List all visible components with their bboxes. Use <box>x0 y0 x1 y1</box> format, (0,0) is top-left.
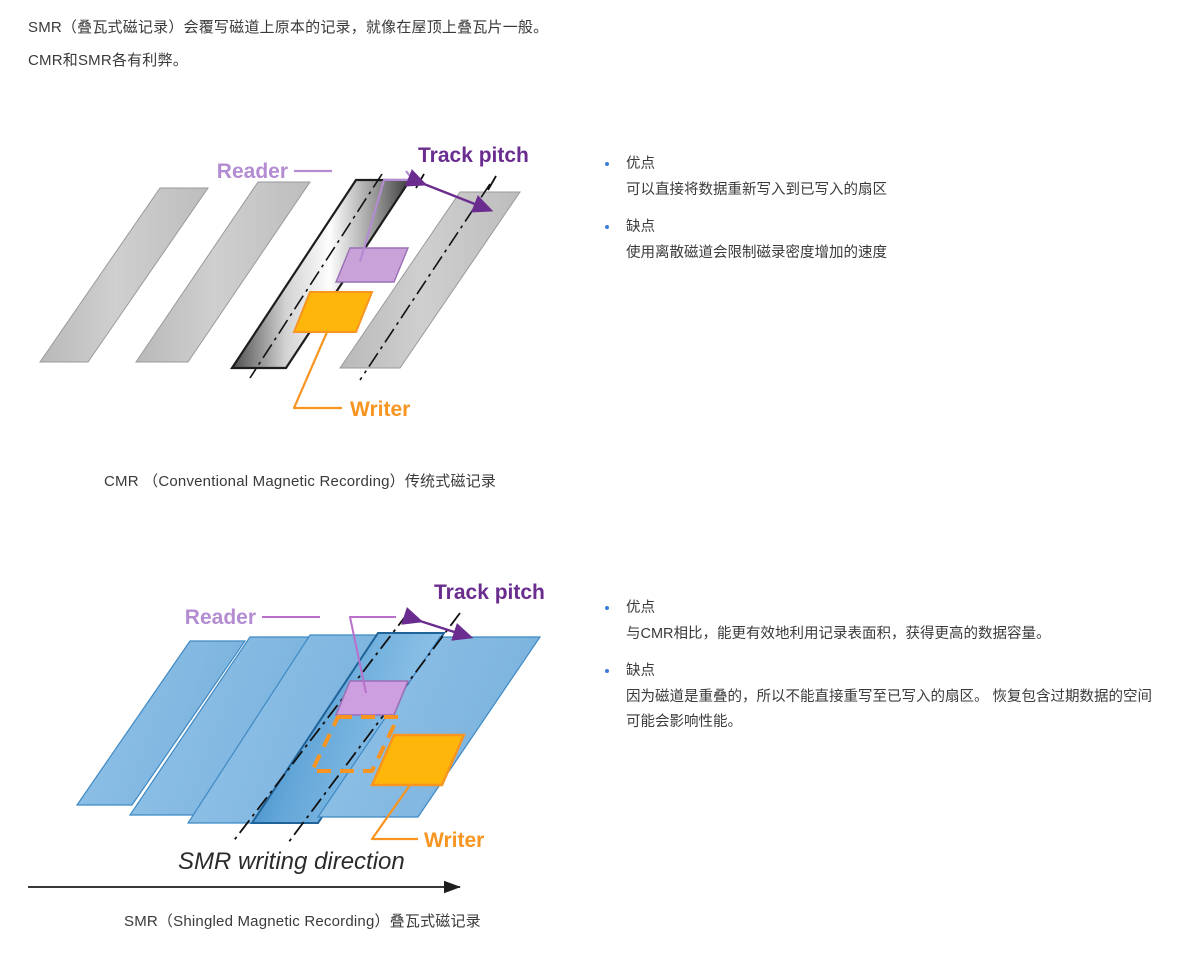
smr-writing-direction-label: SMR writing direction <box>178 848 405 875</box>
smr-pros-title: 优点 <box>626 600 655 616</box>
smr-reader-leader-line <box>349 616 396 694</box>
intro-paragraph: SMR（叠瓦式磁记录）会覆写磁道上原本的记录，就像在屋顶上叠瓦片一般。 CMR和… <box>28 16 1108 83</box>
cmr-track-4 <box>339 191 521 369</box>
smr-previous-writer-outline <box>310 715 400 773</box>
smr-bullet-pros: 优点 与CMR相比，能更有效地利用记录表面积，获得更高的数据容量。 <box>600 598 1160 647</box>
smr-reader-label: Reader <box>185 606 256 629</box>
smr-cons-desc: 因为磁道是重叠的，所以不能直接重写至已写入的扇区。 恢复包含过期数据的空间可能会… <box>626 688 1153 731</box>
cmr-cons-desc: 使用离散磁道会限制磁录密度增加的速度 <box>626 244 887 261</box>
smr-track-pitch-label: Track pitch <box>434 581 545 604</box>
cmr-track-1 <box>39 187 209 363</box>
cmr-track-2 <box>135 181 311 363</box>
bullet-dot-icon <box>605 669 609 674</box>
cmr-pros-desc: 可以直接将数据重新写入到已写入的扇区 <box>626 181 887 198</box>
cmr-pitch-ticks <box>415 173 497 191</box>
bullet-dot-icon <box>605 162 609 166</box>
smr-caption: SMR（Shingled Magnetic Recording）叠瓦式磁记录 <box>124 913 481 930</box>
smr-writer-label: Writer <box>424 829 484 852</box>
cmr-pitch-arrow <box>404 169 494 213</box>
cmr-writer-label: Writer <box>350 398 410 421</box>
smr-pitch-arrow <box>401 606 474 641</box>
intro-line-2: CMR和SMR各有利弊。 <box>28 52 188 70</box>
cmr-reader-block <box>334 247 410 283</box>
smr-writer-leader-line <box>370 784 418 841</box>
cmr-cons-title: 缺点 <box>626 219 655 236</box>
smr-track-1 <box>75 640 247 806</box>
cmr-diagram: Reader Writer Track pitch <box>39 144 529 421</box>
bullet-dot-icon <box>605 225 609 230</box>
smr-section: Reader Writer Track pitch SMR writing di… <box>0 575 1183 955</box>
cmr-pros-title: 优点 <box>626 156 655 172</box>
cmr-bullet-cons: 缺点 使用离散磁道会限制磁录密度增加的速度 <box>600 217 1160 266</box>
cmr-reader-label: Reader <box>217 160 288 183</box>
smr-diagram: Reader Writer Track pitch SMR writing di… <box>28 581 545 894</box>
smr-pros-desc: 与CMR相比，能更有效地利用记录表面积，获得更高的数据容量。 <box>626 625 1051 642</box>
smr-bullet-cons: 缺点 因为磁道是重叠的，所以不能直接重写至已写入的扇区。 恢复包含过期数据的空间… <box>600 661 1160 736</box>
smr-boundary-lines <box>231 612 461 844</box>
smr-cons-title: 缺点 <box>626 663 655 680</box>
cmr-writer-block <box>292 291 374 333</box>
intro-line-1: SMR（叠瓦式磁记录）会覆写磁道上原本的记录，就像在屋顶上叠瓦片一般。 <box>28 19 549 36</box>
cmr-figure: Reader Writer Track pitch CMR （Conventio… <box>20 140 600 490</box>
smr-writer-block <box>370 733 466 787</box>
smr-bullet-list: 优点 与CMR相比，能更有效地利用记录表面积，获得更高的数据容量。 缺点 因为磁… <box>600 598 1160 750</box>
smr-figure: Reader Writer Track pitch SMR writing di… <box>20 575 600 930</box>
cmr-track-centerlines <box>249 173 491 381</box>
cmr-caption: CMR （Conventional Magnetic Recording）传统式… <box>104 473 497 490</box>
cmr-track-pitch-label: Track pitch <box>418 144 529 167</box>
cmr-section: Reader Writer Track pitch CMR （Conventio… <box>0 140 1183 540</box>
cmr-bullet-pros: 优点 可以直接将数据重新写入到已写入的扇区 <box>600 154 1160 203</box>
cmr-writer-leader-line <box>292 331 342 410</box>
bullet-dot-icon <box>605 606 609 610</box>
cmr-bullet-list: 优点 可以直接将数据重新写入到已写入的扇区 缺点 使用离散磁道会限制磁录密度增加… <box>600 154 1160 280</box>
